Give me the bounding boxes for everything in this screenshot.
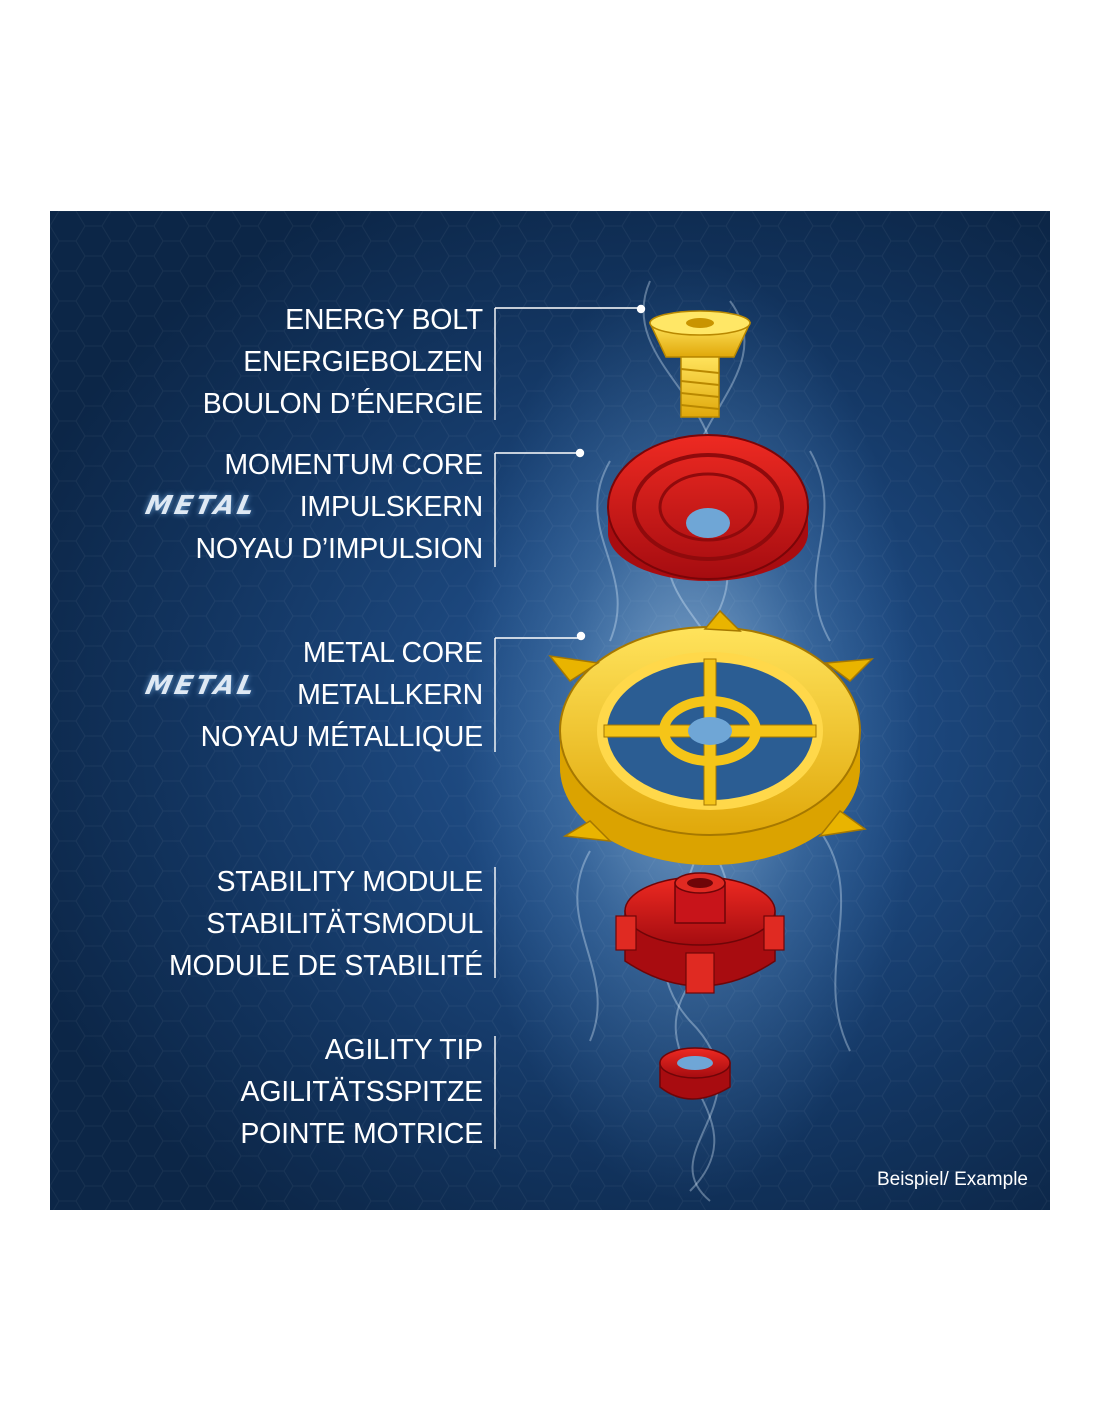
label-line-de: METALLKERN: [297, 679, 483, 711]
label-metal-core: METAL CORE METALLKERN NOYAU MÉTALLIQUE: [200, 632, 484, 758]
label-line-en: MOMENTUM CORE: [224, 449, 483, 481]
example-note: Beispiel/ Example: [876, 1169, 1028, 1190]
label-line-fr: POINTE MOTRICE: [240, 1118, 483, 1150]
label-line-fr: NOYAU MÉTALLIQUE: [200, 721, 484, 753]
label-line-de: AGILITÄTSSPITZE: [240, 1076, 484, 1108]
label-line-de: ENERGIEBOLZEN: [243, 346, 483, 378]
metal-logo: METAL: [142, 491, 261, 521]
label-line-fr: MODULE DE STABILITÉ: [169, 950, 483, 982]
label-line-fr: NOYAU D’IMPULSION: [195, 533, 484, 565]
infographic-panel: ENERGY BOLT ENERGIEBOLZEN BOULON D’ÉNERG…: [50, 211, 1050, 1210]
label-line-fr: BOULON D’ÉNERGIE: [202, 388, 483, 420]
label-line-de: IMPULSKERN: [299, 491, 483, 523]
agility-tip-part: [659, 1047, 731, 1100]
label-momentum-core: MOMENTUM CORE IMPULSKERN NOYAU D’IMPULSI…: [195, 444, 484, 570]
label-line-en: STABILITY MODULE: [216, 866, 483, 898]
label-line-de: STABILITÄTSMODUL: [206, 908, 483, 940]
label-line-en: METAL CORE: [302, 637, 483, 669]
label-stability-module: STABILITY MODULE STABILITÄTSMODUL MODULE…: [169, 861, 483, 987]
stability-module-part: [615, 872, 785, 994]
label-agility-tip: AGILITY TIP AGILITÄTSSPITZE POINTE MOTRI…: [240, 1029, 483, 1155]
metal-core-part: [548, 609, 874, 865]
parts-illustration: [50, 211, 1050, 1210]
metal-logo: METAL: [142, 671, 261, 701]
momentum-core-part: [607, 434, 809, 581]
label-energy-bolt: ENERGY BOLT ENERGIEBOLZEN BOULON D’ÉNERG…: [203, 299, 483, 425]
energy-bolt-part: [648, 310, 752, 418]
label-line-en: AGILITY TIP: [324, 1034, 484, 1066]
label-line-en: ENERGY BOLT: [285, 304, 483, 336]
connector-lines: [494, 304, 646, 1149]
